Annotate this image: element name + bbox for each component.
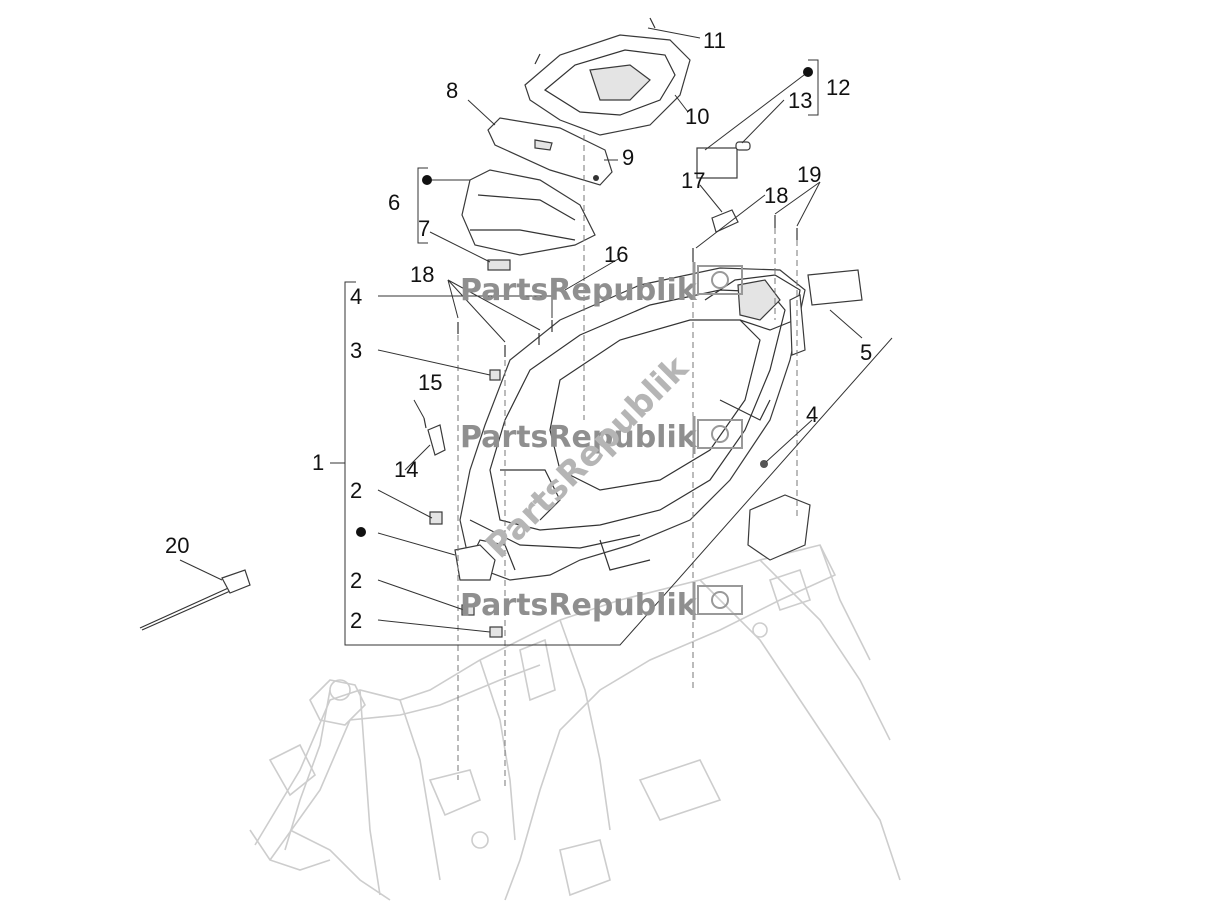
- gear-flag-icon-3: [692, 582, 743, 620]
- callout-2c: 2: [350, 608, 362, 633]
- part-6-tray: [461, 169, 596, 256]
- callout-2b: 2: [350, 568, 362, 593]
- part-12-box: [696, 147, 738, 179]
- callout-4b: 4: [806, 402, 818, 427]
- callout-11: 11: [703, 28, 726, 53]
- callout-1: 1: [312, 450, 324, 475]
- callout-5: 5: [860, 340, 872, 365]
- watermark-text-1: PartsRepublik: [460, 273, 698, 308]
- leader-lines: [179, 27, 893, 646]
- callout-3: 3: [350, 338, 362, 363]
- part-10-cover: [524, 34, 691, 136]
- callout-9: 9: [622, 145, 634, 170]
- gear-flag-icon-2: [692, 416, 743, 454]
- helmet-compartment: [454, 267, 806, 581]
- callout-labels: 1 2 2 2 3 4 4 5 6 7 8 9 10 11 12 13 14 1…: [165, 28, 872, 633]
- cable-tie: [139, 569, 251, 631]
- callout-12: 12: [826, 75, 850, 100]
- part-7-pad: [487, 259, 511, 271]
- part-8-trim: [487, 117, 613, 186]
- callout-19: 19: [797, 162, 821, 187]
- callout-17: 17: [681, 168, 705, 193]
- part-17-clip: [711, 209, 739, 233]
- callout-7: 7: [418, 216, 430, 241]
- callout-2a: 2: [350, 478, 362, 503]
- callout-13: 13: [788, 88, 812, 113]
- callout-18b: 18: [764, 183, 788, 208]
- bullet-dot-6: [422, 175, 432, 185]
- assembly-lines: [457, 135, 798, 790]
- watermark-text-3: PartsRepublik: [460, 588, 698, 623]
- callout-15: 15: [418, 370, 442, 395]
- small-hardware: [423, 17, 811, 638]
- callout-10: 10: [685, 104, 709, 129]
- callout-4a: 4: [350, 284, 362, 309]
- gear-flag-icon-1: [692, 262, 743, 300]
- callout-16: 16: [604, 242, 628, 267]
- part-5-pad: [807, 269, 863, 306]
- callout-8: 8: [446, 78, 458, 103]
- bullet-dot-1: [356, 527, 366, 537]
- callout-20: 20: [165, 533, 189, 558]
- callout-6: 6: [388, 190, 400, 215]
- callout-14: 14: [394, 457, 418, 482]
- callout-18a: 18: [410, 262, 434, 287]
- bullet-dot-12: [803, 67, 813, 77]
- part-13-pin: [735, 141, 751, 151]
- watermark-text-2: PartsRepublik: [460, 420, 698, 455]
